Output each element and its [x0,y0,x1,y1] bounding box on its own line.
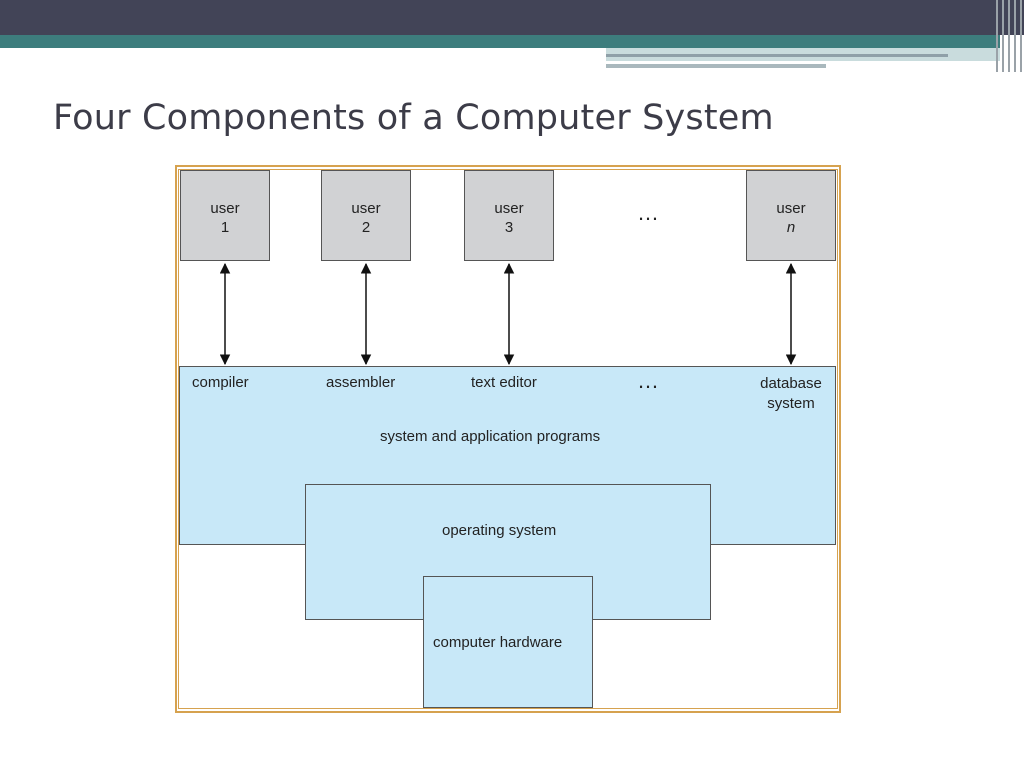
user-box-3: user 3 [464,170,554,261]
program-label-compiler: compiler [192,374,249,391]
user-label: user [494,200,524,217]
program-label-text-editor: text editor [471,374,537,391]
user-box-1: user 1 [180,170,270,261]
header-bar-teal [0,35,1000,48]
programs-ellipsis: … [637,368,660,393]
user-number: 2 [361,219,371,236]
layer-label-apps: system and application programs [380,428,601,445]
program-label-assembler: assembler [326,374,396,391]
user-label: user [776,200,806,217]
corner-decoration [994,0,1024,72]
header-bar-dark [0,0,1024,35]
user-number: 1 [220,219,230,236]
user-label: user [351,200,381,217]
user-number: n [786,219,796,236]
user-label: user [210,200,240,217]
user-number: 3 [504,219,514,236]
program-label-database-system: database system [760,375,822,412]
user-box-n: user n [746,170,836,261]
layer-label-os: operating system [442,522,557,539]
user-box-2: user 2 [321,170,411,261]
header-accent-line [606,54,948,57]
page-title: Four Components of a Computer System [53,98,774,138]
diagram-inner-frame [178,169,838,709]
users-ellipsis: … [637,200,660,225]
layer-label-hardware: computer hardware [433,634,563,651]
header-accent-line [606,64,826,68]
computer-hardware-layer [423,576,593,708]
